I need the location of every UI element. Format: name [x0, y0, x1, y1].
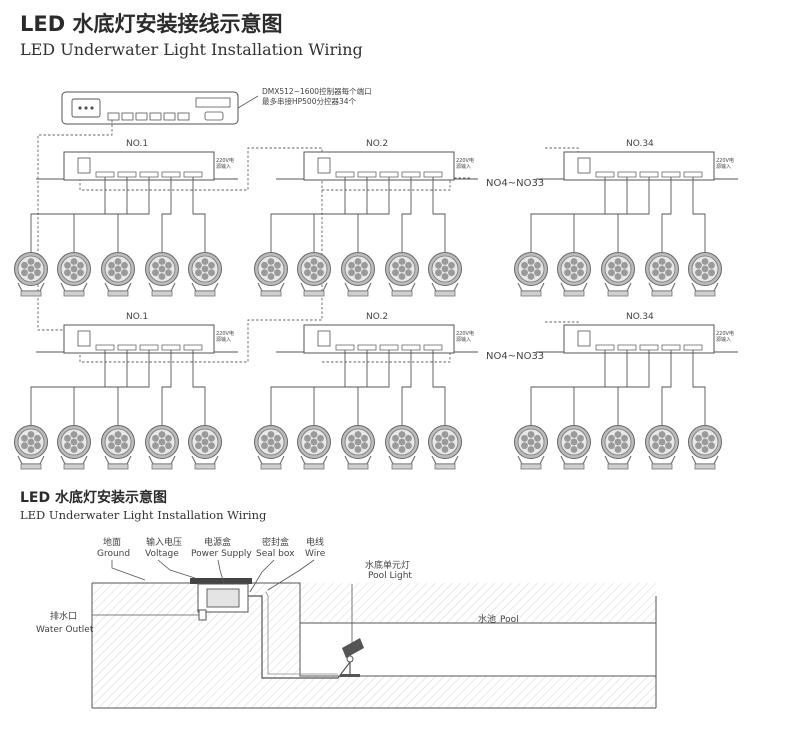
label-outlet-cn: 排水口	[50, 610, 77, 622]
label-wire-en: Wire	[305, 549, 326, 559]
range-label-upper: NO4~NO33	[486, 178, 544, 189]
label-ground-cn: 地面	[103, 536, 121, 548]
controller-note-1: DMX512~1600控制器每个端口	[262, 86, 372, 96]
power-input-label-2: 源输入	[716, 336, 731, 343]
label-pool-en: Pool	[500, 615, 519, 625]
label-seal-en: Seal box	[256, 549, 295, 559]
power-input-label-2: 源输入	[716, 163, 731, 170]
label-outlet-en: Water Outlet	[36, 625, 94, 635]
power-input-label-2: 源输入	[216, 336, 231, 343]
page-title-cn: LED 水底灯安装接线示意图	[20, 12, 283, 36]
power-input-label-2: 源输入	[456, 163, 471, 170]
wire-route	[248, 595, 351, 679]
power-input-label: 220V电	[456, 157, 474, 164]
power-input-label: 220V电	[456, 330, 474, 337]
power-input-label-2: 源输入	[456, 336, 471, 343]
label-wire-cn: 电线	[306, 536, 324, 548]
group-label: NO.1	[126, 139, 148, 149]
power-input-label: 220V电	[216, 157, 234, 164]
power-input-label: 220V电	[716, 157, 734, 164]
label-voltage-cn: 输入电压	[146, 536, 182, 548]
label-pool-light-cn: 水底单元灯	[365, 559, 410, 571]
install-title-en: LED Underwater Light Installation Wiring	[20, 508, 267, 522]
group-label: NO.1	[126, 312, 148, 322]
power-supply-box	[190, 578, 252, 613]
ground-section	[92, 583, 656, 708]
page-title-en: LED Underwater Light Installation Wiring	[20, 40, 363, 59]
label-voltage-en: Voltage	[145, 549, 179, 559]
group-label: NO.34	[626, 139, 654, 149]
group-label: NO.2	[366, 312, 388, 322]
label-pool-cn: 水池	[478, 613, 496, 625]
install-title-cn: LED 水底灯安装示意图	[20, 490, 167, 506]
label-pool-light-en: Pool Light	[368, 571, 412, 581]
controller-note-2: 最多串接HP500分控器34个	[262, 96, 357, 106]
label-ground-en: Ground	[97, 549, 130, 559]
label-power-en: Power Supply	[191, 549, 252, 559]
label-power-cn: 电源盒	[204, 536, 231, 548]
power-input-label: 220V电	[216, 330, 234, 337]
dmx-controller	[61, 91, 259, 125]
group-label: NO.34	[626, 312, 654, 322]
label-seal-cn: 密封盒	[262, 536, 289, 548]
range-label-lower: NO4~NO33	[486, 351, 544, 362]
power-input-label: 220V电	[716, 330, 734, 337]
water-outlet	[92, 609, 207, 621]
power-input-label-2: 源输入	[216, 163, 231, 170]
pool-light-fixture	[340, 584, 364, 677]
group-label: NO.2	[366, 139, 388, 149]
wiring-diagram: DMX512~1600控制器每个端口 最多串接HP500分控器34个 NO4~N…	[13, 86, 738, 470]
